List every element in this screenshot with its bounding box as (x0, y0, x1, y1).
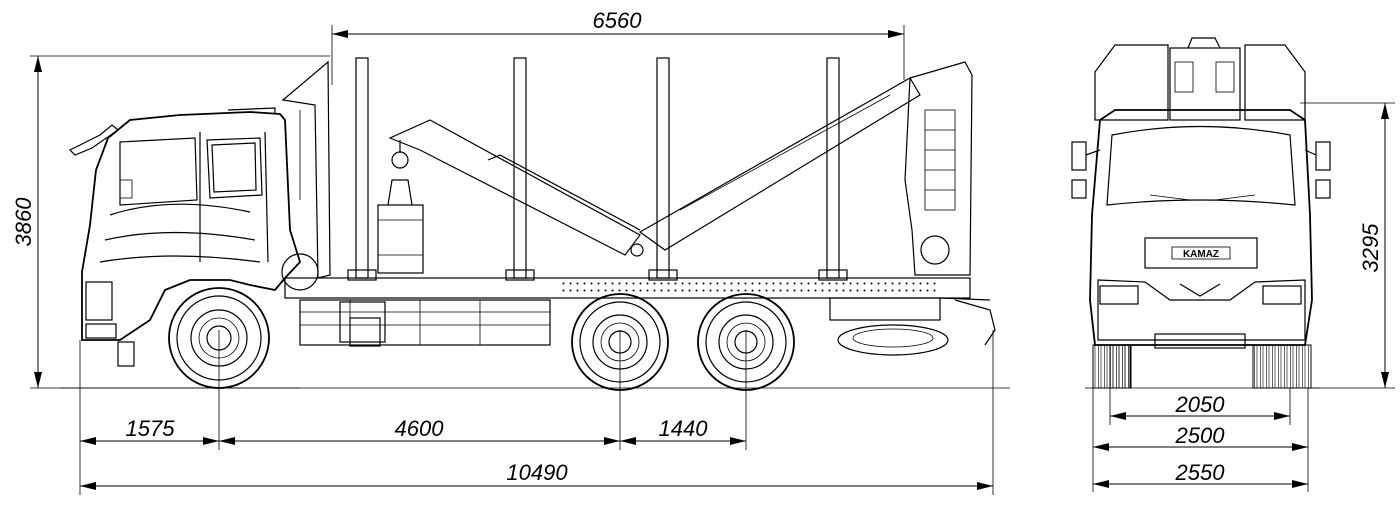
dim-overall-length: 10490 (80, 460, 993, 490)
rear-wheel-2 (697, 293, 795, 391)
headboard (281, 60, 331, 279)
front-headboard (1094, 37, 1306, 121)
front-wheel (168, 287, 270, 389)
dim-body-length: 6560 (332, 8, 904, 38)
front-grille-badge: KAMAZ (1183, 249, 1219, 260)
front-cab: KAMAZ (1071, 109, 1331, 349)
dim-overall-length-label: 10490 (506, 460, 568, 485)
crane (388, 61, 973, 276)
side-equipment (281, 253, 381, 347)
chassis-frame (284, 277, 996, 346)
side-view: 6560 3860 1575 4600 1440 10490 (11, 8, 1010, 495)
dim-front-overhang-label: 1575 (126, 416, 176, 441)
dim-wheelbase-label: 4600 (395, 416, 445, 441)
dim-overall-height-label: 3860 (11, 197, 36, 247)
stakes (347, 57, 848, 281)
dim-cab-height-label: 3295 (1358, 223, 1383, 273)
dim-track-inner: 2050 (1110, 392, 1290, 420)
dim-overall-height: 3860 (11, 56, 42, 388)
dim-axle-chain: 1575 4600 1440 (80, 416, 746, 445)
dim-body-length-label: 6560 (593, 8, 643, 33)
front-tyres (1092, 344, 1312, 389)
spare-wheel (837, 324, 949, 356)
front-extension-lines (1092, 102, 1395, 492)
grapple (377, 140, 424, 274)
cab (68, 107, 302, 367)
dim-overall-width: 2550 (1093, 460, 1308, 488)
dim-track-label: 2500 (1175, 423, 1226, 448)
rear-wheel-1 (571, 293, 669, 391)
dim-cab-height: 3295 (1358, 103, 1389, 388)
dim-rear-axle-spacing-label: 1440 (659, 416, 709, 441)
dim-overall-width-label: 2550 (1175, 460, 1226, 485)
front-view: KAMAZ (1071, 37, 1395, 492)
dim-track-inner-label: 2050 (1175, 392, 1226, 417)
dim-track: 2500 (1093, 423, 1308, 451)
